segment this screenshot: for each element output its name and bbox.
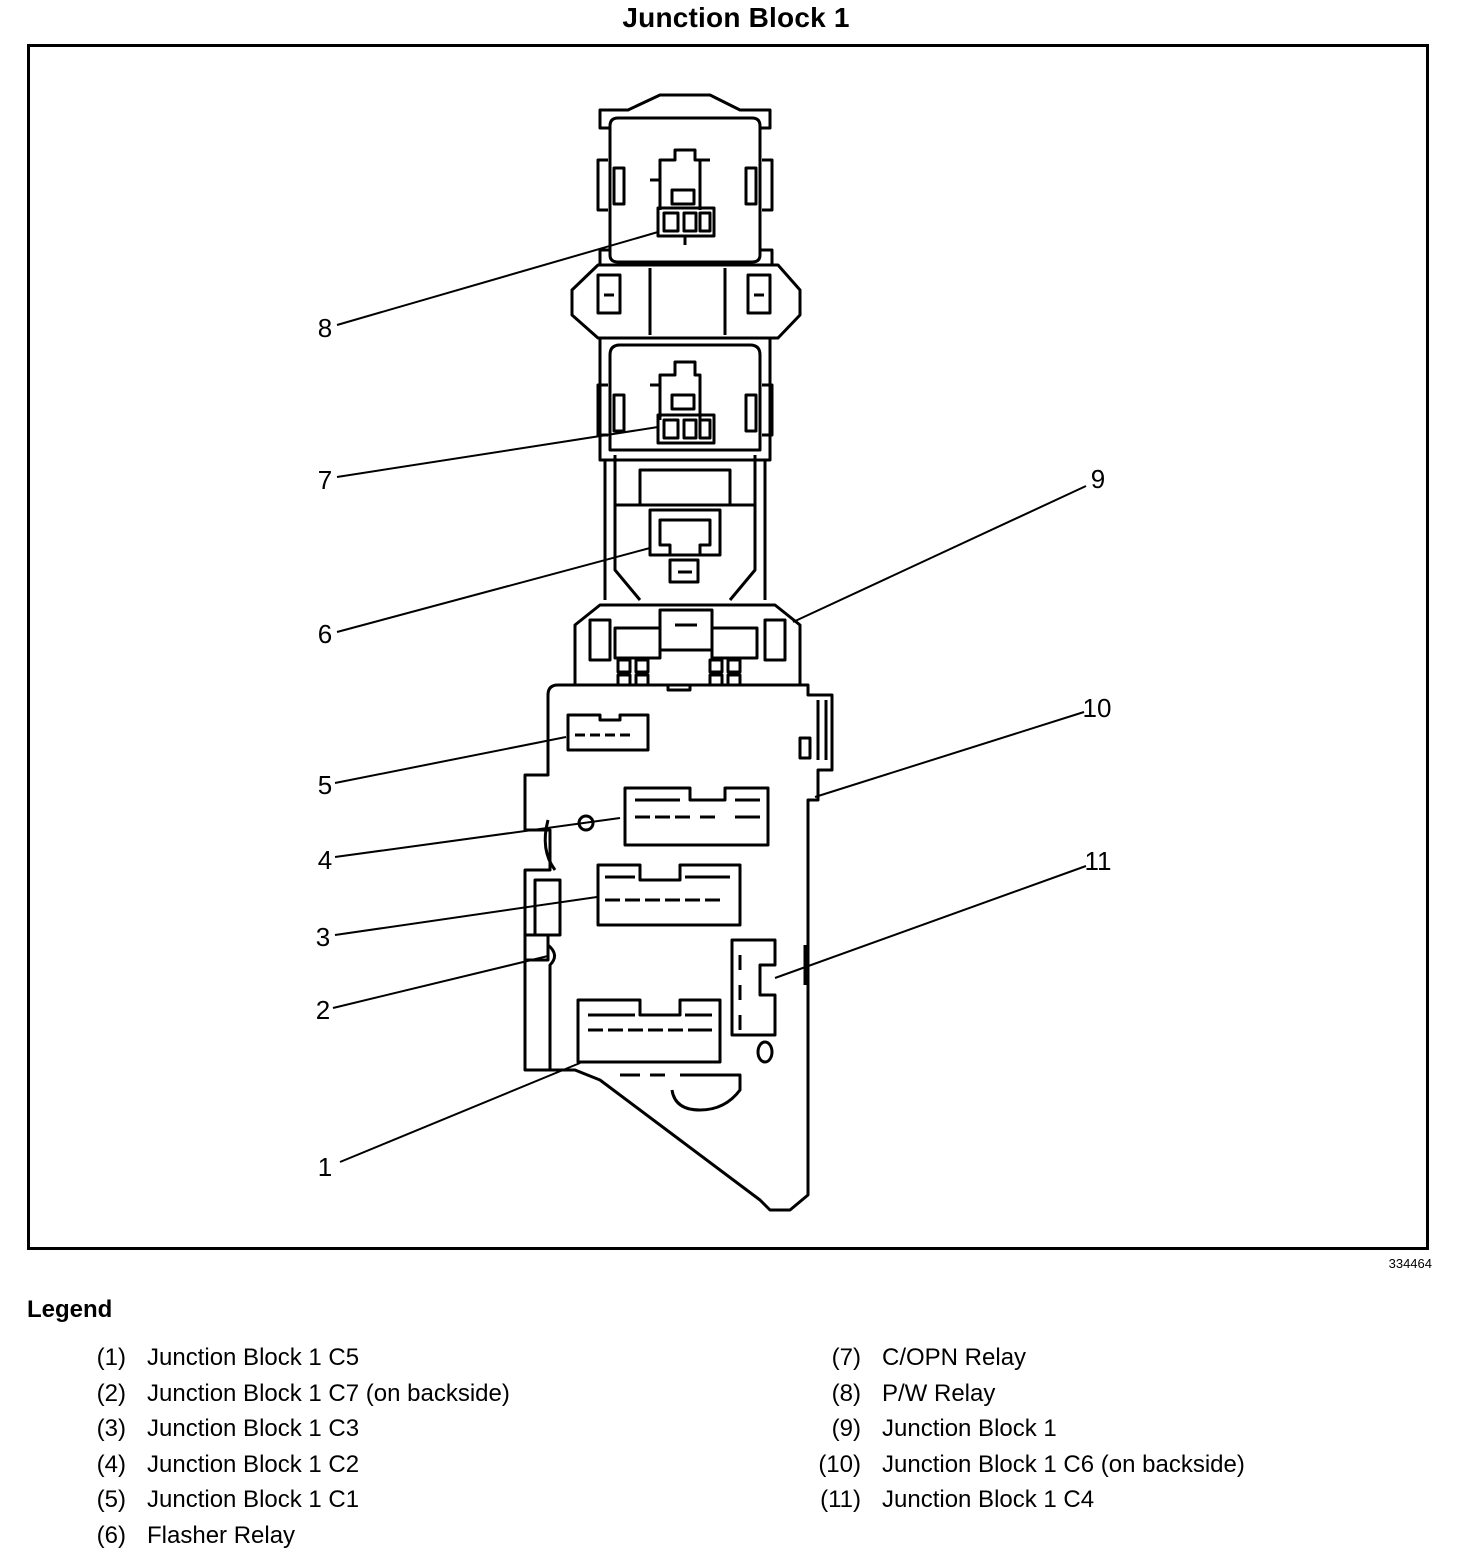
pw-relay-housing <box>596 93 774 267</box>
callout-5: 5 <box>318 770 332 800</box>
callout-labels: 1 2 3 4 5 6 7 8 9 10 11 <box>316 313 1112 1182</box>
callout-10: 10 <box>1083 693 1112 723</box>
legend-label: P/W Relay <box>882 1379 996 1407</box>
figure-id: 334464 <box>1388 1256 1432 1271</box>
connector-c5 <box>576 998 742 1112</box>
legend-item: (1) Junction Block 1 C5 <box>70 1344 359 1380</box>
legend-item: (5) Junction Block 1 C1 <box>70 1486 359 1522</box>
legend-item: (2) Junction Block 1 C7 (on backside) <box>70 1379 510 1416</box>
legend-label: Junction Block 1 C6 (on backside) <box>882 1450 1245 1478</box>
legend-number: (9) <box>831 1415 861 1442</box>
connector-c4 <box>730 938 807 1064</box>
legend-label: Junction Block 1 C5 <box>147 1344 360 1371</box>
legend-number: (1) <box>96 1344 126 1371</box>
connector-c2 <box>577 786 770 847</box>
connector-c1 <box>566 713 650 752</box>
legend-item: (9) Junction Block 1 <box>805 1415 1057 1451</box>
callout-11: 11 <box>1085 846 1112 876</box>
legend-label: Junction Block 1 C2 <box>147 1450 360 1478</box>
legend-item: (10) Junction Block 1 C6 (on backside) <box>805 1450 1245 1487</box>
diagram-frame <box>27 44 1429 1250</box>
legend-label: Junction Block 1 C3 <box>147 1415 360 1442</box>
legend-number: (5) <box>96 1486 126 1513</box>
diagram-title: Junction Block 1 <box>622 2 850 33</box>
legend-number: (6) <box>96 1521 126 1549</box>
legend-item: (7) C/OPN Relay <box>805 1344 1026 1380</box>
relay-bridge <box>570 263 802 340</box>
legend-label: Junction Block 1 <box>882 1415 1057 1442</box>
legend-column-right: (7) C/OPN Relay (8) P/W Relay (9) Junction … <box>805 1344 1245 1522</box>
legend-number: (4) <box>96 1450 126 1478</box>
legend-number: (10) <box>818 1450 861 1478</box>
callout-7: 7 <box>318 465 332 495</box>
legend-label: C/OPN Relay <box>882 1344 1027 1371</box>
legend-item: (8) P/W Relay <box>805 1379 996 1416</box>
junction-block-body <box>523 683 834 1212</box>
legend-item: (3) Junction Block 1 C3 <box>70 1415 359 1451</box>
connector-c3 <box>596 863 742 927</box>
legend-label: Junction Block 1 C4 <box>882 1486 1095 1513</box>
legend-label: Flasher Relay <box>147 1521 296 1549</box>
legend-heading: Legend <box>27 1296 113 1323</box>
junction-block-upper <box>573 603 802 692</box>
legend-column-left: (1) Junction Block 1 C5 (2) Junction Block… <box>70 1344 510 1558</box>
legend-number: (8) <box>831 1379 861 1407</box>
legend-item: (6) Flasher Relay <box>70 1521 295 1558</box>
callout-6: 6 <box>318 619 332 649</box>
callout-9: 9 <box>1091 464 1105 494</box>
leader-lines <box>332 231 1087 1163</box>
legend-number: (3) <box>96 1415 126 1442</box>
legend-number: (7) <box>831 1344 861 1371</box>
legend-label: Junction Block 1 C7 (on backside) <box>147 1379 510 1407</box>
callout-3: 3 <box>316 922 330 952</box>
legend-number: (2) <box>96 1379 126 1407</box>
callout-8: 8 <box>318 313 332 343</box>
copn-relay-housing <box>596 336 774 462</box>
callout-1: 1 <box>318 1152 332 1182</box>
flasher-relay-housing <box>603 455 767 601</box>
callout-4: 4 <box>318 845 332 875</box>
callout-2: 2 <box>316 995 330 1025</box>
legend-item: (4) Junction Block 1 C2 <box>70 1450 359 1487</box>
legend-label: Junction Block 1 C1 <box>147 1486 360 1513</box>
legend-item: (11) Junction Block 1 C4 <box>805 1486 1094 1522</box>
legend-number: (11) <box>820 1486 861 1513</box>
